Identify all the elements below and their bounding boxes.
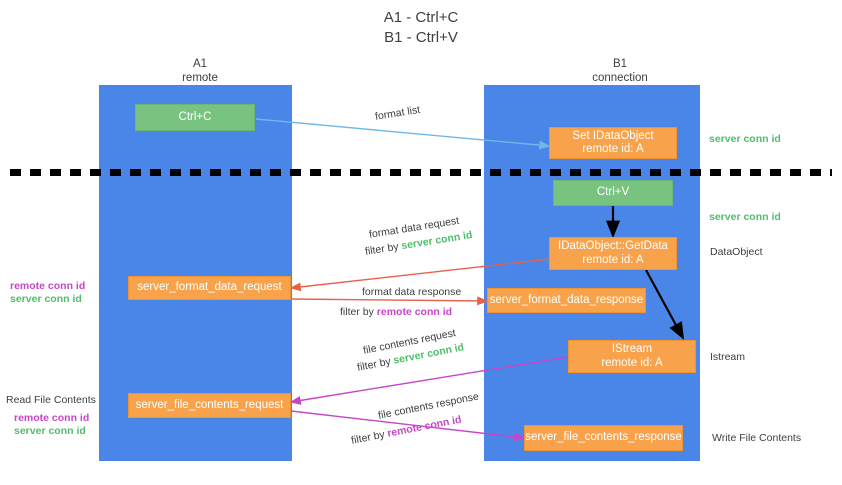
- title-line-1: A1 - Ctrl+C: [383, 9, 459, 26]
- phase-divider: [10, 169, 832, 176]
- lane-a1-name: A1: [192, 58, 208, 70]
- side-label-server-conn-id-2-text: server conn id: [14, 425, 86, 437]
- edge-label-format-data-response: format data response: [362, 285, 461, 299]
- node-ctrl-v[interactable]: Ctrl+V: [553, 180, 673, 206]
- lane-header-a1: A1 remote: [130, 58, 270, 85]
- side-label-istream-text: Istream: [710, 351, 746, 363]
- side-label-read-file-contents: Read File Contents: [6, 393, 96, 407]
- side-label-write-file-contents-text: Write File Contents: [712, 432, 802, 444]
- side-label-remote-conn-id-2-text: remote conn id: [14, 412, 90, 424]
- node-server-format-data-request-label: server_format_data_request: [137, 281, 282, 294]
- lane-b1-name: B1: [612, 58, 628, 70]
- side-label-dataobject-text: DataObject: [710, 246, 763, 258]
- node-set-idataobject-line1: Set IDataObject: [572, 129, 654, 142]
- side-label-server-conn-id-top-text: server conn id: [709, 133, 781, 145]
- node-ctrl-c[interactable]: Ctrl+C: [135, 104, 255, 131]
- node-getdata-line1: IDataObject::GetData: [558, 240, 668, 252]
- side-label-write-file-contents: Write File Contents: [712, 431, 801, 445]
- title-line-2: B1 - Ctrl+V: [384, 29, 458, 46]
- side-label-dataobject: DataObject: [710, 245, 763, 259]
- side-label-server-conn-id-mid-text: server conn id: [709, 211, 781, 223]
- side-label-remote-conn-id-1: remote conn id: [10, 279, 85, 293]
- side-label-read-file-contents-text: Read File Contents: [6, 394, 96, 406]
- side-label-server-conn-id-1: server conn id: [10, 292, 82, 306]
- side-label-server-conn-id-top: server conn id: [709, 132, 781, 146]
- node-server-format-data-request[interactable]: server_format_data_request: [128, 276, 291, 300]
- remote-conn-id-text-1: remote conn id: [376, 306, 453, 318]
- node-server-file-contents-response-label: server_file_contents_response: [525, 431, 682, 444]
- edge-label-format-data-response-filter: filter by remote conn id: [340, 305, 452, 319]
- node-server-file-contents-response[interactable]: server_file_contents_response: [524, 425, 683, 451]
- side-label-istream: Istream: [710, 350, 745, 364]
- side-label-server-conn-id-2: server conn id: [14, 424, 86, 438]
- node-server-file-contents-request-label: server_file_contents_request: [135, 398, 284, 411]
- side-label-remote-conn-id-2: remote conn id: [14, 411, 89, 425]
- side-label-server-conn-id-mid: server conn id: [709, 210, 781, 224]
- page-title: A1 - Ctrl+C B1 - Ctrl+V: [0, 8, 842, 48]
- side-label-remote-conn-id-1-text: remote conn id: [10, 280, 86, 292]
- node-istream[interactable]: IStream remote id: A: [568, 340, 696, 373]
- lane-a1-role: remote: [182, 71, 218, 84]
- node-server-file-contents-request[interactable]: server_file_contents_request: [128, 393, 291, 418]
- lane-header-b1: B1 connection: [545, 58, 695, 85]
- node-ctrl-c-label: Ctrl+C: [178, 110, 212, 123]
- node-getdata-line2: remote id: A: [582, 253, 644, 266]
- node-idataobject-getdata[interactable]: IDataObject::GetData remote id: A: [549, 237, 677, 270]
- lane-b1-role: connection: [592, 71, 648, 84]
- node-set-idataobject[interactable]: Set IDataObject remote id: A: [549, 127, 677, 159]
- node-ctrl-v-label: Ctrl+V: [596, 186, 630, 199]
- node-server-format-data-response[interactable]: server_format_data_response: [487, 288, 646, 313]
- node-server-format-data-response-label: server_format_data_response: [489, 293, 644, 306]
- side-label-server-conn-id-1-text: server conn id: [10, 293, 82, 305]
- node-set-idataobject-line2: remote id: A: [582, 143, 644, 155]
- node-istream-line1: IStream: [611, 343, 653, 355]
- filter-by-text-2: filter by: [340, 306, 374, 318]
- edge-label-format-data-response-text: format data response: [362, 286, 462, 298]
- node-istream-line2: remote id: A: [601, 356, 663, 369]
